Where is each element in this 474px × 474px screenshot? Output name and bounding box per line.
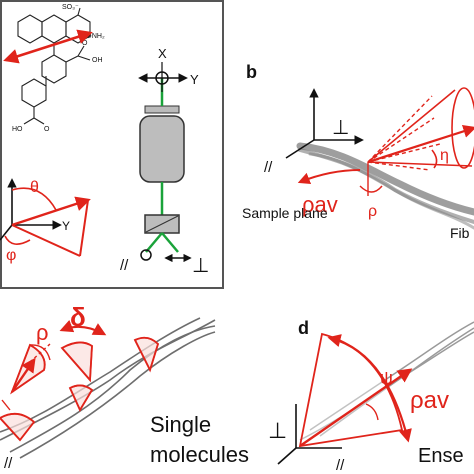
- sample-plane-label: Sample plane: [242, 205, 328, 221]
- polarizer-circle-bottom: [140, 249, 152, 261]
- dye-molecule: [17, 7, 91, 125]
- rho-label-c: ρ: [36, 320, 49, 345]
- panel-a-frame: [0, 0, 224, 289]
- angle-theta: θ: [30, 179, 39, 196]
- rho-av-label-d: ρav: [410, 387, 449, 414]
- cone-d: [298, 332, 413, 448]
- ensemble-label: Ense: [418, 445, 464, 467]
- panel-c: ρ δ // Single molecules: [0, 302, 249, 472]
- axis-y-label: Y: [190, 72, 199, 87]
- axes-b: [285, 88, 364, 159]
- objective-lens: [139, 115, 185, 183]
- panel-d-label: d: [298, 318, 309, 338]
- angle-phi: φ: [6, 247, 16, 264]
- eta-label: η: [440, 147, 449, 164]
- parallel-symbol-a: //: [120, 257, 129, 274]
- parallel-symbol-c: //: [4, 455, 13, 472]
- axis-x-label: X: [158, 46, 167, 61]
- perp-symbol-a: ⊥: [192, 255, 209, 277]
- microscope-schematic: [138, 62, 192, 263]
- molecule-so3-label: SO₃⁻: [62, 4, 79, 11]
- molecule-nh2-label: ⊕NH₂: [86, 33, 105, 40]
- molecule-o-label-1: O: [82, 40, 88, 47]
- sample-holder: [144, 105, 180, 114]
- panel-b: b ⊥ // η ρ: [242, 62, 474, 241]
- perp-symbol-b: ⊥: [332, 117, 349, 139]
- axis-y-small: Y: [62, 219, 70, 233]
- dipole-arrow: [3, 29, 93, 64]
- molecule-ho-label: HO: [12, 126, 23, 133]
- caption-single: Single: [150, 412, 211, 437]
- fiber-bundle-c: [0, 317, 216, 459]
- fiber-label: Fib: [450, 225, 470, 241]
- panel-b-label: b: [246, 62, 257, 82]
- parallel-symbol-d: //: [336, 457, 345, 474]
- rho-av-label-b: ρav: [302, 192, 338, 217]
- molecule-o-label-2: O: [44, 126, 50, 133]
- cone-b: [297, 87, 474, 196]
- molecule-oh-label: OH: [92, 57, 103, 64]
- psi-label: ψ: [380, 368, 393, 388]
- axes-d: [277, 404, 342, 465]
- cones-c: [0, 319, 160, 442]
- perp-symbol-d: ⊥: [268, 418, 287, 443]
- parallel-symbol-b: //: [264, 159, 273, 176]
- rho-label-b: ρ: [368, 203, 377, 220]
- panel-d: d ψ ρav ⊥ // Ense: [268, 318, 474, 474]
- delta-label: δ: [70, 302, 86, 332]
- panel-a: SO₃⁻ ⊕NH₂ OH O HO O θ φ Y: [0, 0, 224, 289]
- caption-molecules: molecules: [150, 442, 249, 467]
- fiber-bundle-b: [296, 142, 474, 230]
- orientation-frame: [0, 178, 91, 257]
